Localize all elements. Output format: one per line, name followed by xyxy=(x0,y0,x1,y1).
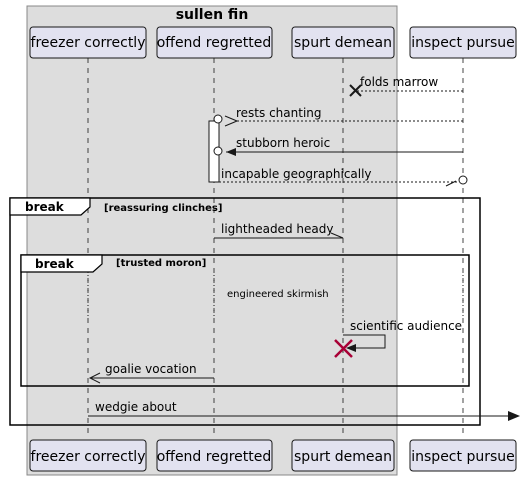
participant-label: inspect pursue xyxy=(411,449,515,465)
fragment-condition: [trusted moron] xyxy=(116,258,206,269)
fragment-condition: [reassuring clinches] xyxy=(104,203,222,214)
participant-freezer-correctly-top: freezer correctly xyxy=(29,26,147,59)
message-label: goalie vocation xyxy=(105,362,197,376)
participant-offend-regretted-bottom: offend regretted xyxy=(156,439,273,472)
message-goalie-vocation: goalie vocation xyxy=(88,362,214,384)
participant-offend-regretted-top: offend regretted xyxy=(156,26,273,59)
participant-spurt-demean-top: spurt demean xyxy=(291,26,395,59)
message-folds-marrow: folds marrow xyxy=(349,75,463,97)
message-label: rests chanting xyxy=(236,106,322,120)
circle-head-icon xyxy=(213,114,223,124)
participant-inspect-pursue-bottom: inspect pursue xyxy=(409,439,517,472)
message-lightheaded-heady: lightheaded heady xyxy=(214,222,344,239)
fragment-keyword: break xyxy=(35,257,75,271)
delay-label: engineered skirmish xyxy=(227,289,329,300)
fragment-break-outer: break [reassuring clinches] xyxy=(9,197,481,426)
destroy-icon xyxy=(334,339,353,358)
participant-label: freezer correctly xyxy=(31,449,146,465)
message-label: scientific audience xyxy=(350,319,462,333)
participant-box-title: sullen fin xyxy=(176,7,249,23)
participant-label: offend regretted xyxy=(157,449,272,465)
participant-inspect-pursue-top: inspect pursue xyxy=(409,26,517,59)
fragment-break-inner: break [trusted moron] xyxy=(20,254,470,387)
message-label: folds marrow xyxy=(360,75,438,89)
participant-label: spurt demean xyxy=(294,35,392,51)
message-rests-chanting: rests chanting xyxy=(213,106,463,127)
message-incapable-geographically: incapable geographically xyxy=(219,167,468,187)
message-stubborn-heroic: stubborn heroic xyxy=(213,136,463,156)
cross-head-icon xyxy=(349,84,362,97)
message-label: stubborn heroic xyxy=(236,136,330,150)
message-wedgie-about: wedgie about xyxy=(88,400,520,421)
message-scientific-audience: scientific audience xyxy=(334,319,462,358)
circle-head-icon xyxy=(458,175,468,185)
message-label: lightheaded heady xyxy=(221,222,333,236)
participant-label: offend regretted xyxy=(157,35,272,51)
participant-label: freezer correctly xyxy=(31,35,146,51)
circle-head-icon xyxy=(213,146,223,156)
participant-label: spurt demean xyxy=(294,449,392,465)
participant-label: inspect pursue xyxy=(411,35,515,51)
participant-freezer-correctly-bottom: freezer correctly xyxy=(29,439,147,472)
message-label: wedgie about xyxy=(95,400,177,414)
message-label: incapable geographically xyxy=(221,167,372,181)
participant-box xyxy=(26,5,398,476)
participant-spurt-demean-bottom: spurt demean xyxy=(291,439,395,472)
fragment-keyword: break xyxy=(25,200,65,214)
delay-segments xyxy=(87,275,464,318)
